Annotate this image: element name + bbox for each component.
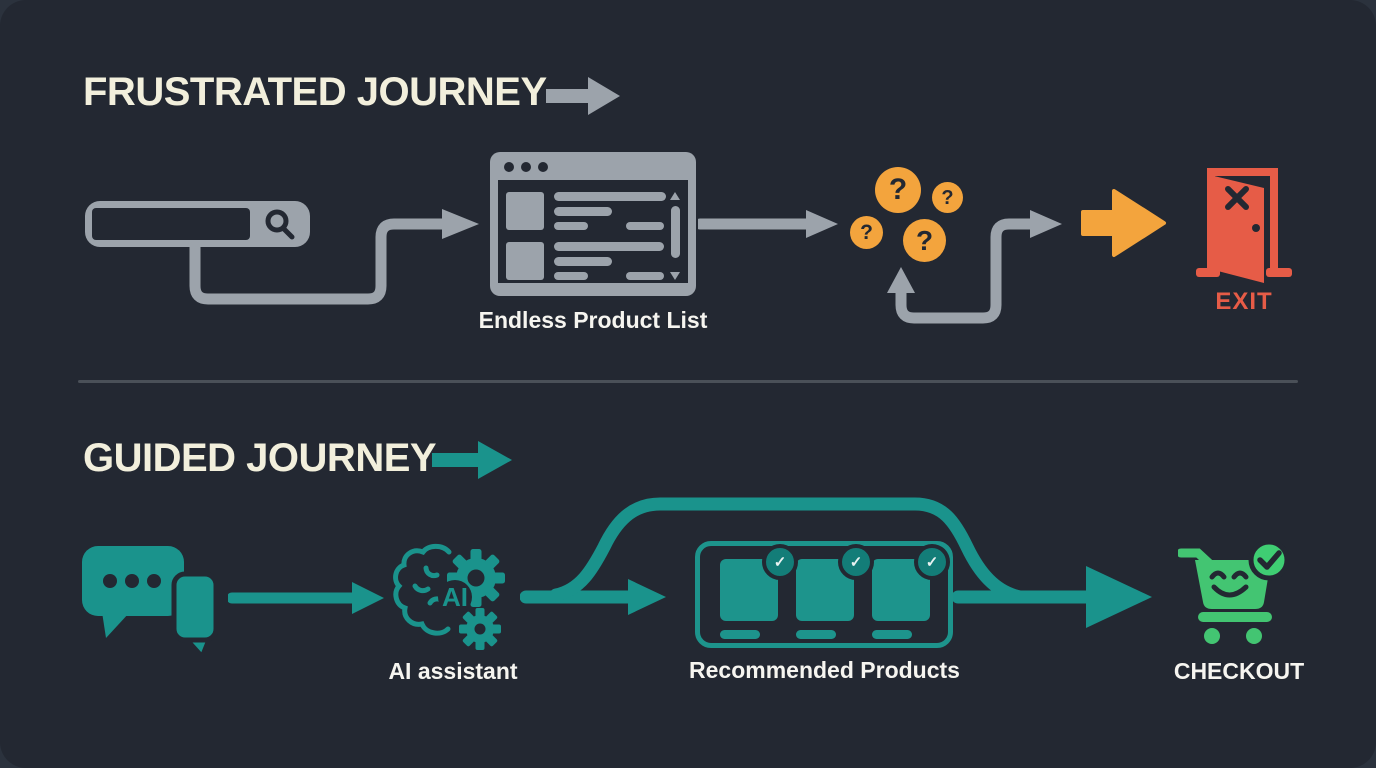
ai-assistant-label: AI assistant [388, 658, 518, 684]
window-dots-icon [504, 162, 548, 172]
product-title-bar [872, 630, 912, 639]
arrowhead-icon [1030, 210, 1062, 238]
exit-direction-arrow-icon [1081, 189, 1166, 257]
check-badge-icon: ✓ [838, 544, 874, 580]
arrowhead-icon [352, 582, 384, 614]
big-arrowhead-icon [1086, 566, 1152, 628]
smiley-face-icon [1209, 570, 1249, 598]
cart-wheel [1204, 628, 1220, 644]
question-mark-icon: ? [903, 219, 946, 262]
question-mark-icon: ? [850, 216, 883, 249]
frustrated-journey-title: FRUSTRATED JOURNEY [83, 70, 547, 114]
recommended-products-panel: ✓ ✓ ✓ [695, 541, 953, 648]
section-divider [78, 380, 1298, 383]
winding-flow-path [189, 209, 479, 305]
guided-flow-paths [520, 497, 1152, 628]
product-list-content [506, 192, 666, 280]
loop-back-path [887, 210, 1062, 324]
ai-assistant-icon: AI [393, 543, 505, 650]
endless-product-list-label: Endless Product List [478, 307, 708, 333]
exit-label: EXIT [1215, 288, 1273, 315]
chat-bubbles-icon [82, 546, 218, 658]
small-gear-icon [459, 608, 501, 650]
brain-icon [393, 543, 452, 636]
search-bar [85, 201, 310, 247]
recommended-products-label: Recommended Products [689, 657, 960, 683]
question-mark-icon: ? [932, 182, 963, 213]
browser-window-icon [490, 152, 696, 296]
search-input [92, 208, 250, 240]
door-frame [1196, 168, 1292, 277]
ai-badge-text: AI [442, 582, 468, 612]
x-icon [1225, 186, 1249, 210]
cart-chassis [1198, 612, 1272, 622]
arrowhead-up-icon [887, 267, 915, 293]
bypass-path [549, 497, 1027, 604]
guided-journey-title: GUIDED JOURNEY [83, 436, 437, 480]
check-badge-icon: ✓ [914, 544, 950, 580]
door-knob [1252, 224, 1260, 232]
typing-dots-icon [103, 574, 161, 588]
flow-arrow-to-ai [228, 582, 384, 614]
arrowhead-icon [628, 579, 666, 615]
cart-wheel [1246, 628, 1262, 644]
checkout-cart-icon [1178, 541, 1290, 644]
check-badge-icon: ✓ [762, 544, 798, 580]
checkout-label: CHECKOUT [1173, 658, 1305, 684]
scrollbar [670, 192, 680, 280]
exit-door-icon [1196, 168, 1292, 283]
check-badge-icon [1248, 541, 1290, 581]
product-title-bar [720, 630, 760, 639]
question-mark-icon: ? [875, 167, 921, 213]
flow-arrow-to-confusion [698, 210, 838, 238]
arrowhead-icon [442, 209, 479, 239]
title-arrow-right-icon [432, 441, 512, 479]
open-door [1214, 176, 1264, 283]
product-title-bar [796, 630, 836, 639]
arrowhead-icon [806, 210, 838, 238]
title-arrow-right-icon [546, 77, 620, 115]
search-icon [265, 209, 295, 240]
